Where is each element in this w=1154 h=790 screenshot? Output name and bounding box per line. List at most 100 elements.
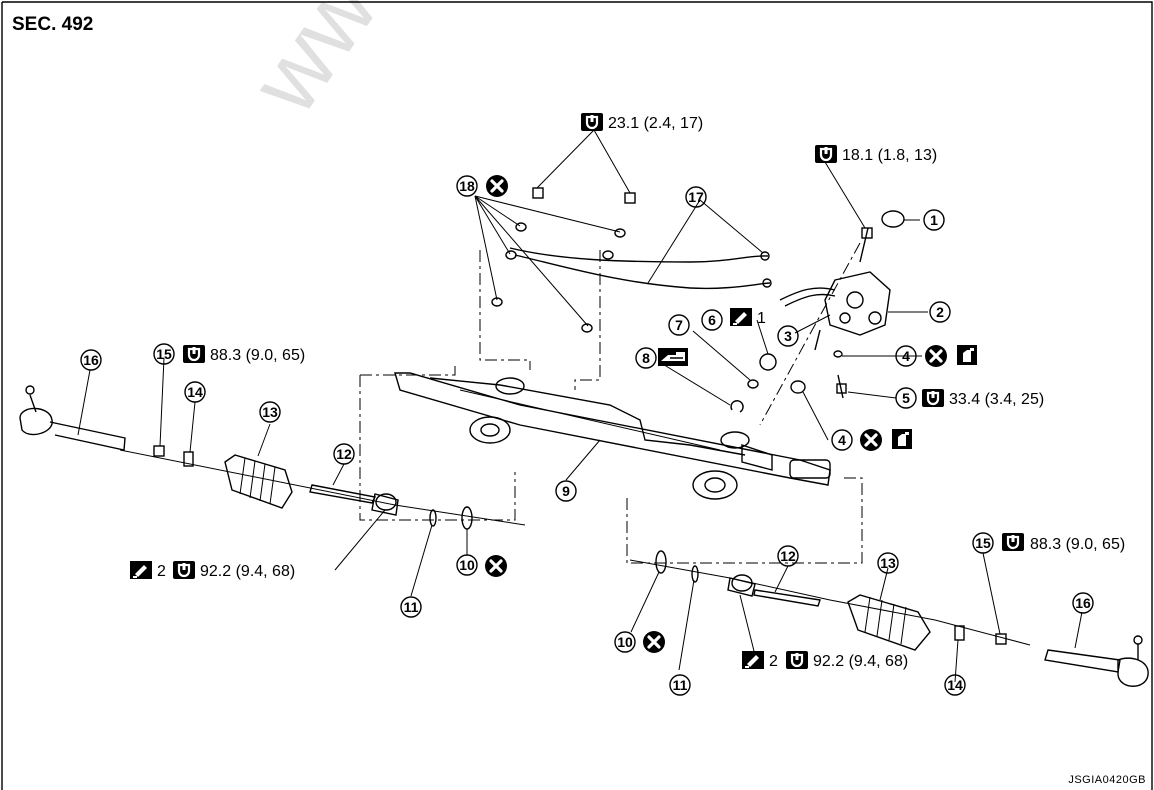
do-not-reuse-icon bbox=[483, 553, 509, 579]
svg-text:14: 14 bbox=[187, 384, 203, 400]
left-washer-11 bbox=[429, 509, 437, 527]
line-dash-1 bbox=[479, 250, 531, 370]
callout-4a: 4 bbox=[895, 345, 917, 367]
left-inner-rod bbox=[309, 484, 377, 504]
apply-grease-icon bbox=[129, 560, 153, 580]
right-lock-nut bbox=[995, 633, 1007, 645]
torque-wrench-icon bbox=[579, 111, 605, 133]
apply-grease-icon bbox=[741, 650, 765, 670]
svg-text:9: 9 bbox=[562, 483, 570, 499]
svg-text:14: 14 bbox=[947, 677, 963, 693]
callout-8: 8 bbox=[635, 347, 657, 369]
torque-wrench-icon bbox=[171, 559, 197, 581]
leader-lines bbox=[77, 129, 1083, 683]
left-boot-outline bbox=[359, 365, 516, 521]
callout-14b: 14 bbox=[944, 674, 966, 696]
apply-grease-icon bbox=[729, 307, 753, 327]
right-tie-rod-end bbox=[1044, 635, 1149, 687]
svg-text:13: 13 bbox=[880, 555, 896, 571]
left-tie-rod-end bbox=[19, 385, 126, 451]
line-bolt-left bbox=[532, 187, 544, 199]
left-boot-clamp-small bbox=[183, 451, 194, 467]
right-boot-outline bbox=[626, 477, 863, 564]
callout-1: 1 bbox=[923, 209, 945, 231]
svg-text:4: 4 bbox=[838, 432, 846, 448]
svg-text:11: 11 bbox=[404, 599, 419, 615]
torque-wrench-icon bbox=[813, 143, 839, 165]
callout-6: 6 bbox=[701, 309, 723, 331]
callout-13b: 13 bbox=[877, 552, 899, 574]
do-not-reuse-icon bbox=[641, 629, 667, 655]
callout-15a: 15 bbox=[153, 343, 175, 365]
svg-text:18: 18 bbox=[459, 178, 475, 194]
callouts: 1 2 3 4 5 4 6 7 8 9 10 11 12 13 14 15 16… bbox=[80, 175, 1094, 696]
icons bbox=[129, 111, 1026, 671]
torque-inner-right-count: 2 bbox=[769, 653, 778, 670]
svg-text:15: 15 bbox=[975, 535, 991, 551]
section-label: SEC. 492 bbox=[12, 14, 94, 35]
svg-text:12: 12 bbox=[780, 548, 796, 564]
power-steering-fluid-icon bbox=[957, 345, 977, 365]
svg-text:12: 12 bbox=[336, 446, 352, 462]
torque-inner-left: 92.2 (9.4, 68) bbox=[200, 563, 295, 580]
callout-18: 18 bbox=[456, 175, 478, 197]
control-valve bbox=[779, 271, 891, 351]
callout-12b: 12 bbox=[777, 545, 799, 567]
part-8 bbox=[730, 400, 744, 413]
svg-text:16: 16 bbox=[83, 352, 99, 368]
callout-16a: 16 bbox=[80, 349, 102, 371]
right-washer-11 bbox=[691, 565, 699, 583]
part-5-bolt bbox=[837, 374, 844, 399]
torque-inner-right: 92.2 (9.4, 68) bbox=[813, 653, 908, 670]
callout-2: 2 bbox=[929, 301, 951, 323]
right-washer-10 bbox=[655, 550, 667, 574]
torque-wrench-icon bbox=[181, 343, 207, 365]
callout-3: 3 bbox=[777, 325, 799, 347]
part-7 bbox=[747, 379, 759, 389]
line-dash-2 bbox=[574, 250, 601, 390]
callout-9: 9 bbox=[555, 480, 577, 502]
fluid-line-lower bbox=[514, 254, 771, 290]
svg-text:13: 13 bbox=[262, 404, 278, 420]
callout-7: 7 bbox=[668, 314, 690, 336]
callout-15b: 15 bbox=[972, 532, 994, 554]
callout-17: 17 bbox=[685, 186, 707, 208]
callout-10a: 10 bbox=[456, 554, 478, 576]
part-1-seal bbox=[881, 210, 905, 228]
svg-text:5: 5 bbox=[902, 390, 910, 406]
callout-10b: 10 bbox=[614, 631, 636, 653]
torque-valve-bolt: 18.1 (1.8, 13) bbox=[842, 147, 937, 164]
torque-wrench-icon bbox=[784, 649, 810, 671]
svg-text:6: 6 bbox=[708, 312, 716, 328]
part-4-oring-lower bbox=[790, 380, 806, 394]
line-bolt-right bbox=[624, 192, 636, 204]
valve-bolt bbox=[859, 227, 869, 263]
do-not-reuse-icon bbox=[858, 427, 884, 453]
torque-part-5: 33.4 (3.4, 25) bbox=[949, 391, 1044, 408]
svg-text:16: 16 bbox=[1075, 595, 1091, 611]
callout-12a: 12 bbox=[333, 443, 355, 465]
do-not-reuse-icon bbox=[484, 173, 510, 199]
torque-wrench-icon bbox=[1000, 531, 1026, 553]
valve-dash bbox=[759, 242, 861, 426]
center-axis bbox=[119, 449, 1031, 646]
svg-text:1: 1 bbox=[930, 212, 938, 228]
special-tool-icon bbox=[657, 347, 689, 367]
callout-11b: 11 bbox=[669, 674, 691, 696]
grease-part-6-count: 1 bbox=[757, 310, 766, 327]
power-steering-fluid-icon bbox=[892, 429, 912, 449]
svg-text:7: 7 bbox=[675, 317, 683, 333]
torque-line-bolt: 23.1 (2.4, 17) bbox=[608, 115, 703, 132]
left-washer-10 bbox=[461, 506, 473, 530]
callout-13a: 13 bbox=[259, 401, 281, 423]
svg-text:11: 11 bbox=[673, 677, 688, 693]
callout-14a: 14 bbox=[184, 381, 206, 403]
callout-11a: 11 bbox=[400, 596, 422, 618]
right-boot-clamp-small bbox=[954, 625, 965, 641]
svg-text:10: 10 bbox=[459, 557, 475, 573]
svg-text:4: 4 bbox=[902, 348, 910, 364]
left-boot bbox=[224, 454, 293, 509]
